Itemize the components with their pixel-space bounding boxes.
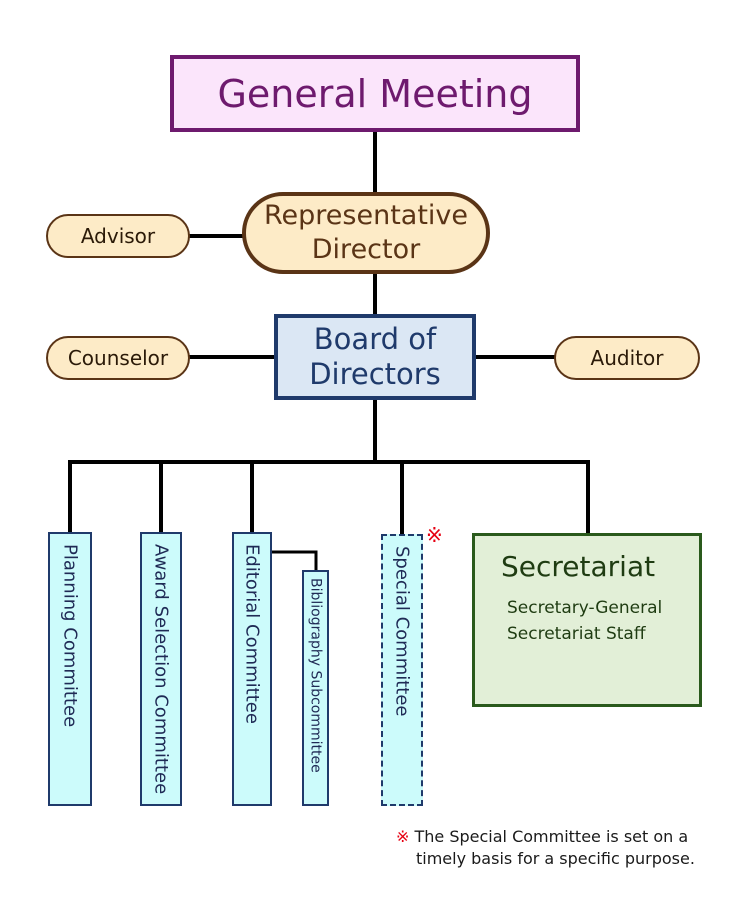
general-meeting-label: General Meeting [217,71,533,116]
general-meeting-box: General Meeting [170,55,580,132]
award-selection-committee-box: Award Selection Committee [140,532,182,806]
special-committee-box: Special Committee [381,534,423,806]
connector-editorial-to-bibliography [272,550,318,570]
counselor-label: Counselor [67,346,169,370]
bibliography-subcommittee-label: Bibliography Subcommittee [307,578,324,773]
editorial-committee-box: Editorial Committee [232,532,272,806]
special-committee-label: Special Committee [391,546,413,717]
secretariat-title: Secretariat [501,550,656,583]
bibliography-subcommittee-box: Bibliography Subcommittee [302,570,329,806]
special-committee-asterisk: ※ [426,523,443,547]
board-of-directors-box: Board of Directors [274,314,476,400]
secretariat-member: Secretariat Staff [507,624,646,644]
representative-director-label-line1: Representative [263,200,469,231]
award-selection-committee-label: Award Selection Committee [150,544,172,795]
counselor-box: Counselor [46,336,190,380]
auditor-box: Auditor [554,336,700,380]
footnote: ※ The Special Committee is set on a time… [396,826,716,870]
planning-committee-box: Planning Committee [48,532,92,806]
board-of-directors-label-line1: Board of [313,322,437,356]
footnote-line2: timely basis for a specific purpose. [416,849,695,868]
footnote-mark: ※ [396,827,410,846]
auditor-label: Auditor [590,346,664,370]
advisor-box: Advisor [46,214,190,258]
representative-director-box: Representative Director [242,192,490,274]
footnote-line1: The Special Committee is set on a [414,827,689,846]
editorial-committee-label: Editorial Committee [241,544,263,724]
secretariat-member: Secretary-General [507,598,663,618]
representative-director-label-line2: Director [311,234,421,265]
secretariat-box: Secretariat Secretary-General Secretaria… [472,533,702,707]
board-of-directors-label-line2: Directors [309,357,441,391]
planning-committee-label: Planning Committee [59,544,81,728]
advisor-label: Advisor [80,224,156,248]
